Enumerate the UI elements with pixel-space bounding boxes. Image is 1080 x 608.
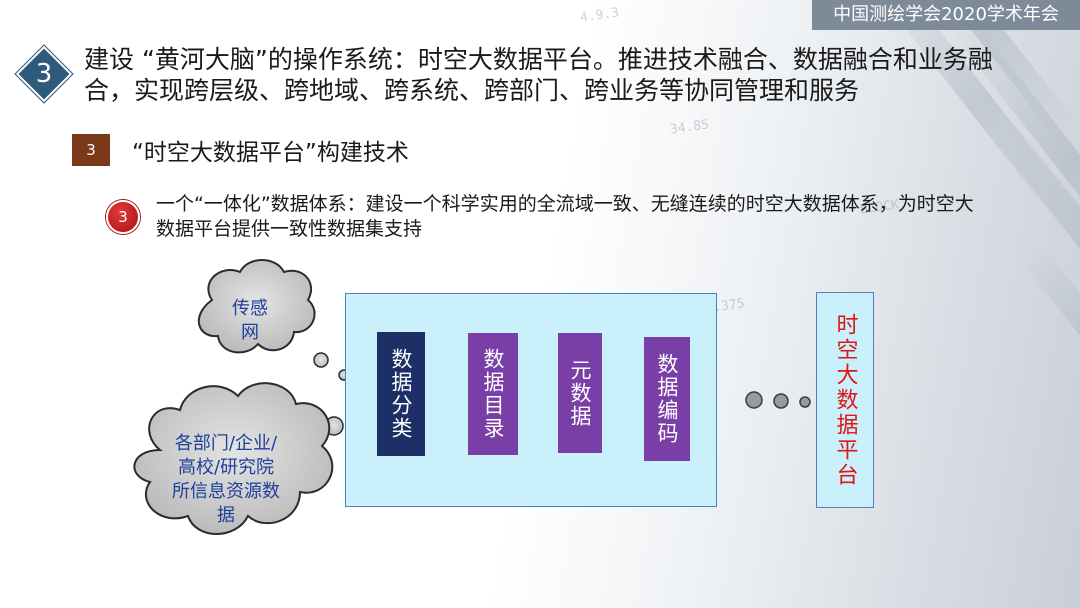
connector-dot-3 [799,396,811,408]
section-title: 建设 “黄河大脑”的操作系统：时空大数据平台。推进技术融合、数据融合和业务融合，… [84,45,993,105]
step-data-catalog: 数据目录 [468,333,518,455]
cloud-label-sensor-network: 传感网 [232,298,268,343]
point-number-badge: 3 [106,200,140,234]
step-data-classification: 数据分类 [377,332,425,456]
section-number: 3 [35,59,53,89]
connector-dot-1 [745,391,763,409]
step-data-encoding: 数据编码 [644,337,690,461]
step-metadata: 元数据 [558,333,602,453]
cloud-departments [133,382,334,535]
target-spatiotemporal-platform: 时空大数据平台 [816,292,874,508]
bubble-1 [313,352,329,368]
cloud-label-departments: 各部门/企业/高校/研究院所信息资源数据 [172,433,280,526]
point-description: 一个“一体化”数据体系：建设一个科学实用的全流域一致、无缝连续的时空大数据体系，… [156,193,974,240]
connector-dot-2 [773,393,789,409]
subsection-title: “时空大数据平台”构建技术 [132,140,409,166]
conference-banner: 中国测绘学会2020学术年会 [812,0,1080,30]
cloud-sensor-network [197,259,316,354]
subsection-number-badge: 3 [72,134,110,166]
